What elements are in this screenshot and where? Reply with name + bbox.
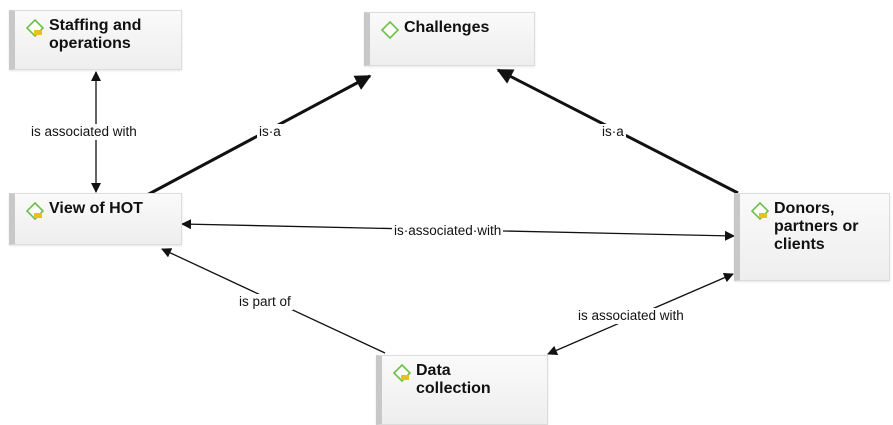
code-diamond-icon [392, 363, 412, 383]
node-view-of-hot[interactable]: View of HOT [9, 193, 182, 245]
edge-label-view-challenges: is·a [257, 124, 283, 140]
node-label: Challenges [404, 19, 490, 36]
edge-label-data-view: is part of [237, 294, 293, 310]
edge-label-view-donors: is·associated·with [392, 223, 504, 239]
node-data-collection[interactable]: Data collection [376, 355, 548, 425]
code-diamond-icon [25, 18, 45, 38]
node-label: Donors, partners or clients [774, 200, 859, 253]
node-label: Staffing and operations [49, 17, 142, 52]
node-label: View of HOT [49, 200, 143, 217]
node-label: Data collection [416, 362, 491, 397]
node-staffing-and-operations[interactable]: Staffing and operations [9, 10, 182, 70]
edge-label-donors-challenges: is·a [600, 124, 626, 140]
node-challenges[interactable]: Challenges [364, 12, 535, 66]
code-diamond-icon [750, 201, 770, 221]
edge-label-donors-data: is associated with [576, 308, 686, 324]
node-donors-partners-or-clients[interactable]: Donors, partners or clients [734, 193, 890, 281]
edge-label-staffing-view: is associated with [29, 124, 139, 140]
code-diamond-icon [25, 201, 45, 221]
code-diamond-icon [380, 20, 400, 40]
